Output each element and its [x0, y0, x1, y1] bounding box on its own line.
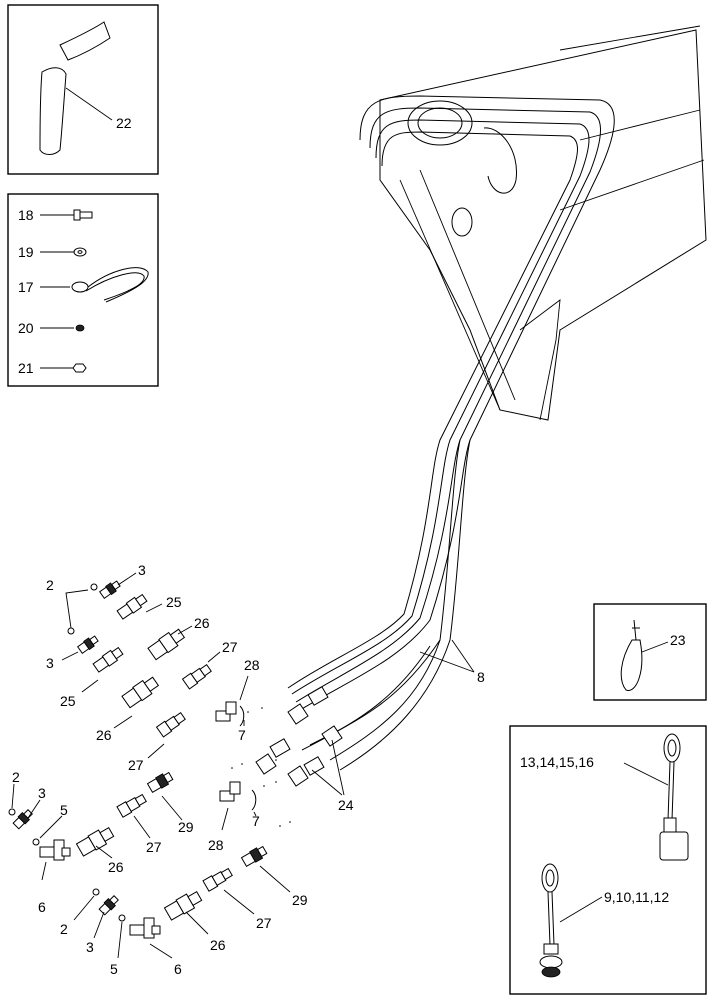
- hydraulic-tubes: 8 24: [255, 95, 615, 813]
- callout-26a: 26: [194, 615, 210, 631]
- elbow-fitting-icon: [129, 917, 161, 939]
- union-fitting-icon: [116, 593, 148, 620]
- callout-5d: 5: [110, 961, 118, 977]
- nipple-fitting-icon: [155, 711, 186, 738]
- o-ring-icon: [92, 888, 100, 896]
- o-ring-icon: [90, 583, 98, 591]
- callout-20: 20: [18, 320, 34, 336]
- coupler-fitting-icon: [147, 628, 186, 661]
- strap-icon: [620, 639, 643, 691]
- callout-26b: 26: [96, 727, 112, 743]
- fittings-upper: 2 3 25 26 27 28 7: [46, 562, 260, 743]
- callout-25b: 25: [60, 693, 76, 709]
- o-ring-icon: [118, 914, 126, 922]
- inset-strap: 23: [593, 603, 707, 701]
- callout-19: 19: [18, 244, 34, 260]
- callout-8: 8: [477, 669, 485, 685]
- adapter-fitting-icon: [240, 845, 268, 868]
- adapter-fitting-icon: [77, 635, 99, 654]
- coupler-fitting-icon: [121, 676, 160, 709]
- fittings-middle: 3 25 26 27: [46, 635, 186, 773]
- elbow-fitting-icon: [219, 781, 241, 802]
- callout-3b: 3: [46, 655, 54, 671]
- nipple-fitting-icon: [181, 663, 212, 690]
- callout-2a: 2: [46, 577, 54, 593]
- callout-3d: 3: [86, 939, 94, 955]
- callout-23: 23: [670, 632, 686, 648]
- elbow-fitting-icon: [39, 839, 71, 861]
- adapter-fitting-icon: [146, 771, 174, 794]
- clamp-icon: [71, 267, 149, 303]
- callout-27a: 27: [222, 639, 238, 655]
- o-ring-icon: [32, 838, 40, 846]
- inset-hose-detail: 22: [7, 4, 159, 175]
- plug-assembly-icon: [539, 863, 563, 978]
- callout-6c: 6: [38, 899, 46, 915]
- adapter-fitting-icon: [99, 580, 121, 599]
- callout-17: 17: [18, 279, 34, 295]
- callout-25a: 25: [166, 594, 182, 610]
- callout-28c: 28: [208, 837, 224, 853]
- callout-3c: 3: [38, 785, 46, 801]
- tube-end-fitting: [255, 686, 343, 787]
- callout-6d: 6: [174, 961, 182, 977]
- callout-13-16: 13,14,15,16: [520, 754, 594, 770]
- bolt-icon: [73, 209, 93, 221]
- callout-27d: 27: [256, 915, 272, 931]
- callout-27b: 27: [128, 757, 144, 773]
- lockwasher-icon: [75, 324, 85, 332]
- callout-29d: 29: [292, 892, 308, 908]
- callout-2c: 2: [12, 769, 20, 785]
- callout-26c: 26: [108, 859, 124, 875]
- callout-28a: 28: [244, 657, 260, 673]
- callout-29c: 29: [178, 819, 194, 835]
- o-ring-icon: [67, 627, 75, 635]
- callout-26d: 26: [210, 937, 226, 953]
- nipple-fitting-icon: [202, 867, 233, 892]
- coupler-fitting-icon: [75, 826, 115, 857]
- callout-2d: 2: [60, 921, 68, 937]
- cap-assembly-icon: [659, 733, 689, 861]
- elbow-fitting-icon: [215, 701, 237, 722]
- inset-hardware: 18 19 17 20 21: [7, 193, 159, 387]
- union-fitting-icon: [92, 646, 124, 673]
- washer-icon: [73, 247, 87, 257]
- alignment-marks: [231, 707, 291, 827]
- hose-piece-upper: [59, 21, 111, 61]
- o-ring-icon: [8, 808, 16, 816]
- callout-3a: 3: [138, 562, 146, 578]
- fittings-lower-b: 2 3 5 6 26 27 29: [60, 845, 308, 977]
- callout-22: 22: [116, 115, 132, 131]
- inset-caps: 13,14,15,16 9,10,11,12: [509, 725, 707, 995]
- hose-piece-lower: [39, 67, 67, 155]
- callout-7c: 7: [252, 813, 260, 829]
- callout-5c: 5: [60, 802, 68, 818]
- nipple-fitting-icon: [116, 793, 147, 818]
- adapter-fitting-icon: [12, 809, 33, 830]
- callout-7a: 7: [238, 727, 246, 743]
- nut-icon: [72, 363, 87, 373]
- coupler-fitting-icon: [163, 890, 203, 921]
- adapter-fitting-icon: [98, 895, 119, 916]
- callout-9-12: 9,10,11,12: [604, 889, 669, 905]
- callout-21: 21: [18, 360, 34, 376]
- boom-structure: [379, 25, 707, 421]
- callout-27c: 27: [146, 839, 162, 855]
- fittings-lower-a: 2 3 5 6 26 27 29 2: [8, 769, 260, 915]
- callout-24: 24: [338, 797, 354, 813]
- callout-18: 18: [18, 207, 34, 223]
